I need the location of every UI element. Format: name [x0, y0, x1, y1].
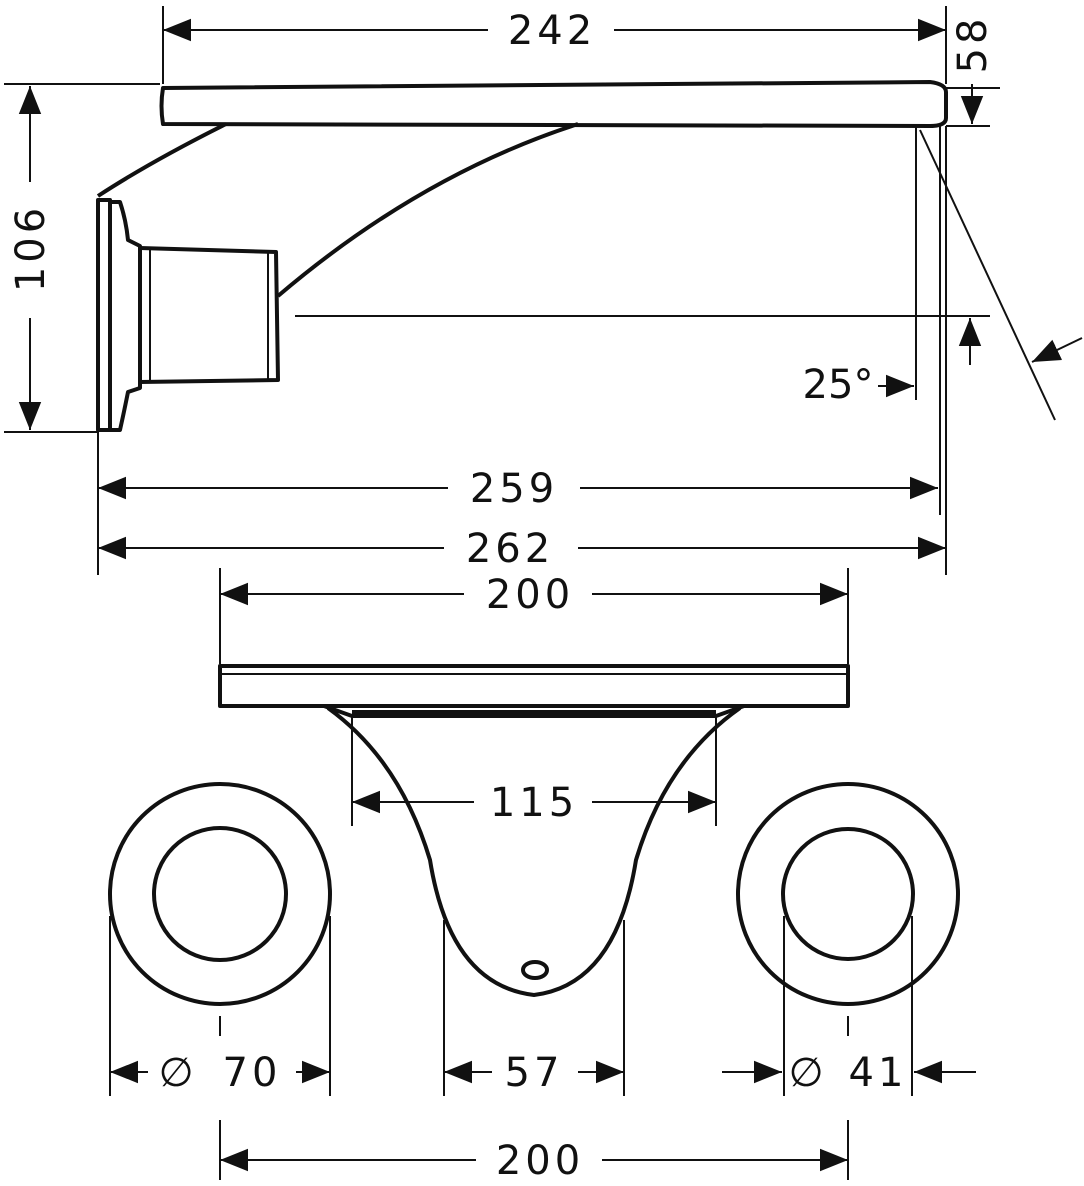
front-bracket	[323, 704, 745, 718]
dim-angle-label: 25°	[803, 362, 874, 408]
left-rosette-inner	[152, 826, 288, 962]
dim-200-top-label: 200	[486, 572, 574, 618]
side-wall-flange	[96, 198, 112, 432]
dim-diameter-symbol-right: ∅	[789, 1050, 824, 1096]
side-view: 242 58 106 25° 259 262	[4, 6, 1083, 575]
right-rosette-outer	[736, 782, 960, 1006]
front-outlet	[521, 960, 549, 980]
dim-58-label: 58	[950, 15, 996, 74]
side-connector	[139, 246, 280, 384]
dim-242-label: 242	[508, 8, 596, 54]
front-top-plate	[218, 664, 850, 708]
side-top-plate	[159, 80, 948, 128]
dim-57-label: 57	[505, 1050, 564, 1096]
dim-115-label: 115	[490, 780, 578, 826]
dim-262-label: 262	[466, 526, 554, 572]
dim-259-label: 259	[470, 466, 558, 512]
dim-106-label: 106	[8, 204, 54, 292]
dim-70-label: 70	[223, 1050, 282, 1096]
dim-200-bottom-label: 200	[496, 1138, 584, 1184]
dim-diameter-symbol-left: ∅	[159, 1050, 194, 1096]
dim-41-label: 41	[849, 1050, 908, 1096]
side-spout-body	[96, 122, 227, 198]
front-spout-body	[326, 706, 742, 997]
left-rosette-outer	[108, 782, 332, 1006]
front-view: 200 115 ∅ 70 57 ∅ 41 200	[108, 568, 976, 1184]
side-spout-lower	[276, 122, 579, 298]
right-rosette-inner	[781, 827, 915, 961]
